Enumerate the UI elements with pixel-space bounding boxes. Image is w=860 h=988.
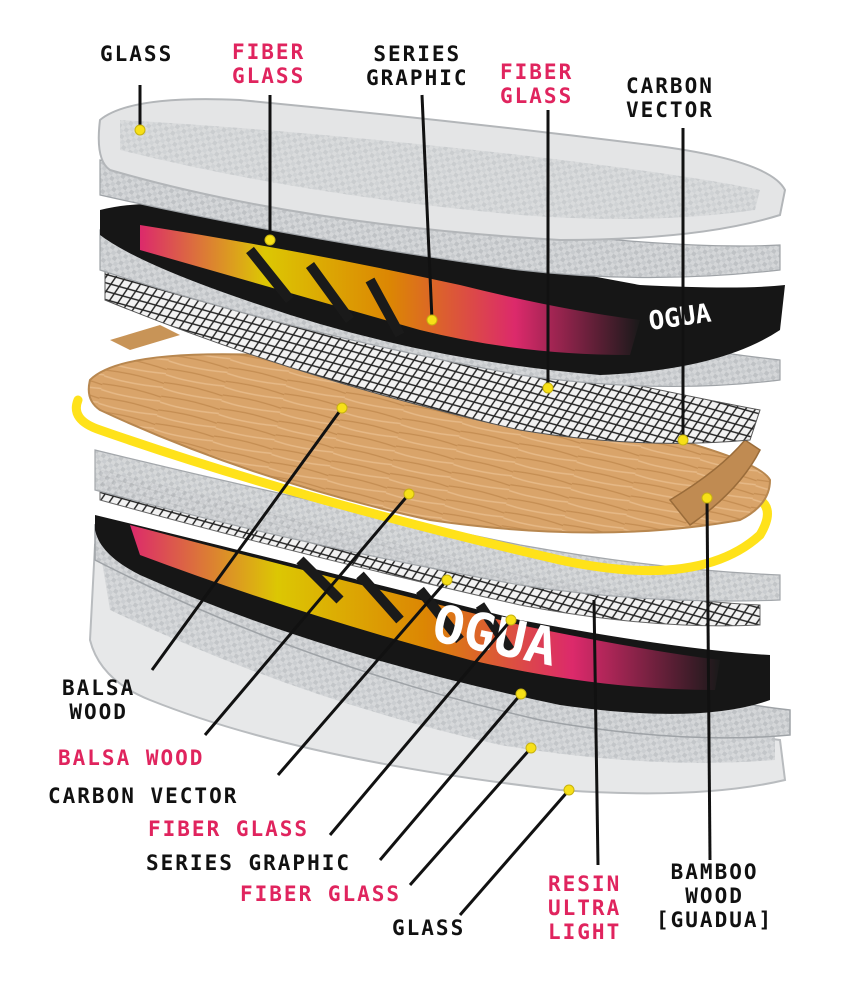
label-fiber-glass-2: FIBER GLASS xyxy=(240,882,402,906)
marker-top-fiber-glass-2 xyxy=(542,382,554,394)
leader-balsa-pink xyxy=(203,493,411,736)
label-resin-ultra-light: RESIN ULTRA LIGHT xyxy=(548,872,622,944)
marker-series-graphic xyxy=(515,688,527,700)
leader-carbon-vector xyxy=(276,579,449,776)
marker-top-glass xyxy=(134,124,146,136)
marker-fiber-glass-1 xyxy=(505,614,517,626)
label-carbon-vector: CARBON VECTOR xyxy=(48,784,239,808)
label-top-series-graphic: SERIES GRAPHIC xyxy=(366,42,469,90)
marker-fiber-glass-2 xyxy=(525,742,537,754)
label-top-fiber-glass-2: FIBER GLASS xyxy=(500,60,574,108)
label-glass: GLASS xyxy=(392,916,466,940)
leader-balsa-black xyxy=(150,407,344,671)
leader-fiber-glass-1 xyxy=(328,619,513,836)
top-series-graphic-layer: OGUA xyxy=(100,203,785,375)
marker-bamboo xyxy=(701,492,713,504)
resin-ring xyxy=(71,395,772,576)
marker-top-series-graphic xyxy=(426,314,438,326)
layer-markers xyxy=(134,124,713,796)
leader-glass xyxy=(458,789,571,916)
label-fiber-glass-1: FIBER GLASS xyxy=(148,817,310,841)
label-series-graphic: SERIES GRAPHIC xyxy=(146,851,352,875)
marker-balsa-black xyxy=(336,402,348,414)
label-top-fiber-glass-1: FIBER GLASS xyxy=(232,40,306,88)
marker-glass xyxy=(563,784,575,796)
label-balsa-wood-pink: BALSA WOOD xyxy=(58,746,205,770)
marker-balsa-pink xyxy=(403,488,415,500)
bamboo-wood-strip xyxy=(668,439,761,527)
marker-carbon-vector xyxy=(441,574,453,586)
leader-fiber-glass-2 xyxy=(408,747,533,886)
leader-top-series-graphic xyxy=(420,94,434,321)
leader-series-graphic xyxy=(378,693,523,861)
marker-top-carbon-vector xyxy=(677,434,689,446)
label-bamboo-wood: BAMBOO WOOD [GUADUA] xyxy=(656,860,774,932)
leader-bamboo xyxy=(705,497,712,861)
leader-lines xyxy=(138,85,712,916)
leader-resin xyxy=(592,599,600,866)
label-balsa-wood-black: BALSA WOOD xyxy=(62,676,136,724)
label-top-glass: GLASS xyxy=(100,42,174,66)
label-top-carbon-vector: CARBON VECTOR xyxy=(626,74,714,122)
marker-top-fiber-glass-1 xyxy=(264,234,276,246)
